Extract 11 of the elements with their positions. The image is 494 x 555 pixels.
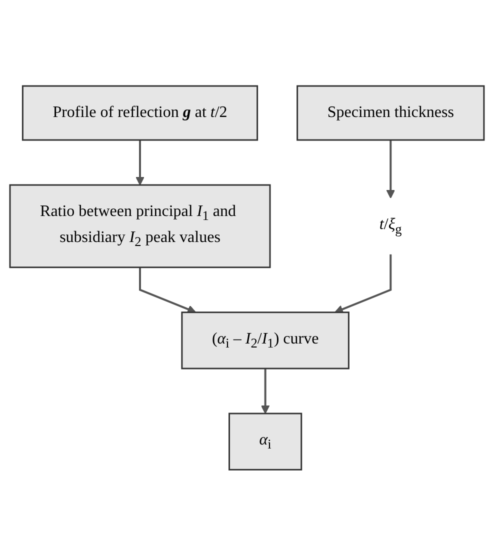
arrow: [386, 140, 396, 198]
node-box: α$_{i}$: [228, 412, 302, 470]
node-box: Specimen thickness: [296, 84, 485, 140]
arrow: [260, 368, 270, 414]
arrow: [334, 254, 392, 314]
node-box: (α$_{i}$ – I$_{2}$/I$_{1}$) curve: [181, 311, 350, 369]
arrow: [136, 140, 144, 186]
arrow: [139, 267, 196, 314]
node-text: t/ξ$_{g}$: [379, 216, 402, 236]
node-box: Profile of reflection g at t/2: [22, 84, 258, 140]
node-box: Ratio between principal I$_{1}$ and subsidiary I$_{2}$ peak values: [9, 184, 271, 268]
